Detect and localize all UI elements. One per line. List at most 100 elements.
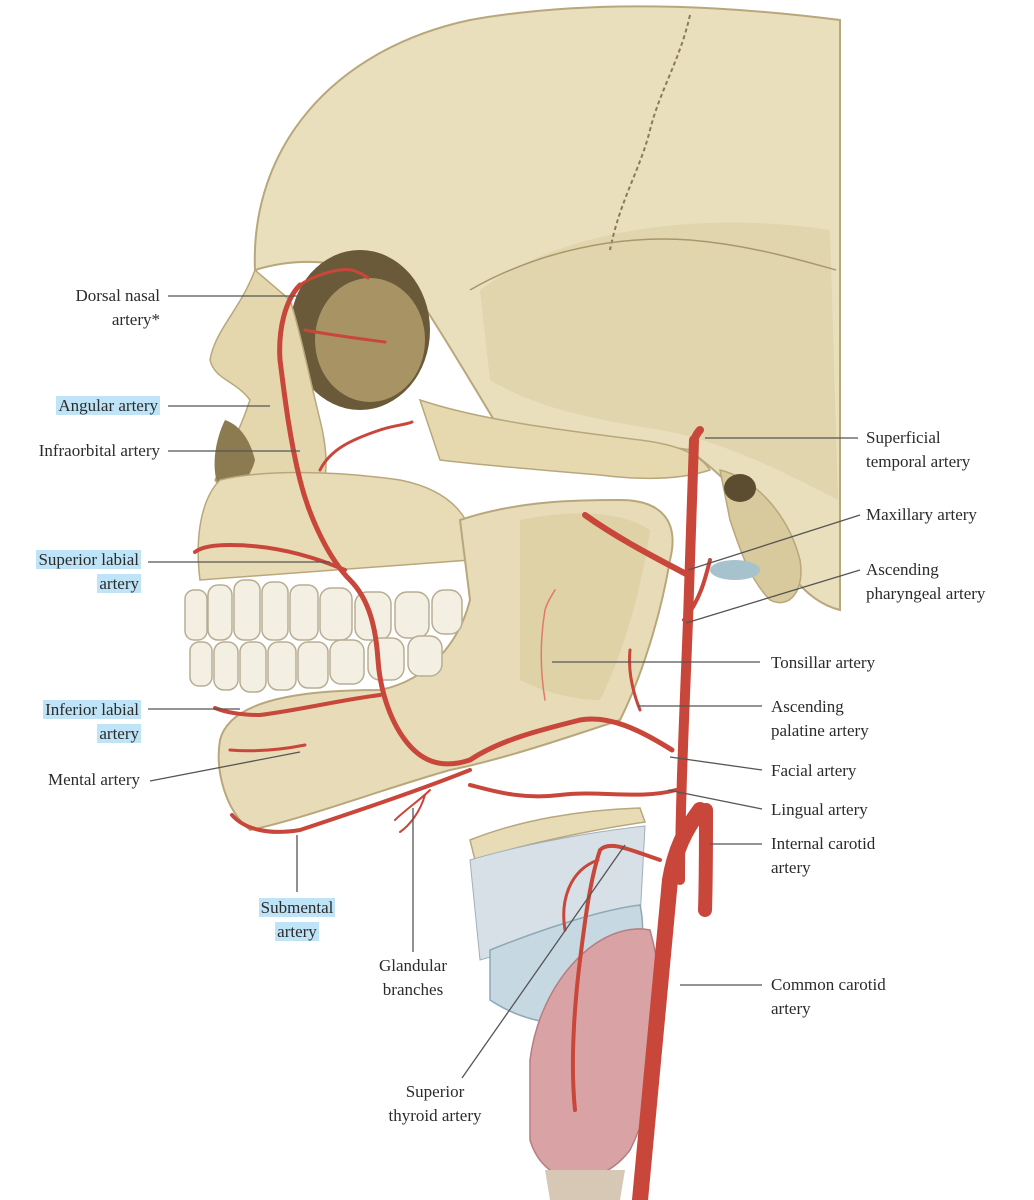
- dorsal-nasal-branch: [303, 328, 387, 344]
- leader-lines: [148, 295, 861, 1079]
- styloid-shadow: [710, 560, 760, 580]
- tooth: [289, 584, 319, 641]
- label-glandular-branches: Glandular branches: [353, 954, 473, 1002]
- label-line: Internal carotid: [771, 834, 876, 853]
- label-line: artery: [771, 999, 811, 1018]
- label-line: Ascending: [771, 697, 844, 716]
- label-submental-artery: Submental artery: [237, 896, 357, 944]
- label-line: Lingual artery: [771, 800, 868, 819]
- tooth: [189, 641, 213, 687]
- label-facial-artery: Facial artery: [771, 759, 856, 783]
- submental-artery: [230, 768, 472, 834]
- leader-facial: [669, 756, 763, 771]
- label-line: pharyngeal artery: [866, 584, 986, 603]
- nasal-aperture: [214, 420, 255, 491]
- tooth: [213, 641, 239, 691]
- label-line: Maxillary artery: [866, 505, 977, 524]
- external-carotid-artery: [675, 435, 699, 885]
- squamous-suture: [469, 238, 837, 291]
- lingual-artery: [468, 783, 678, 799]
- label-angular-artery: Angular artery: [10, 394, 160, 418]
- label-maxillary-artery: Maxillary artery: [866, 503, 977, 527]
- mental-artery: [228, 743, 307, 753]
- tooth: [329, 639, 365, 685]
- label-line: palatine artery: [771, 721, 869, 740]
- label-superior-thyroid-artery: Superior thyroid artery: [365, 1080, 505, 1128]
- superficial-temporal-artery: [690, 426, 704, 444]
- leader-ascending-pharyngeal: [685, 569, 861, 624]
- mandible-ramus-shade: [520, 513, 650, 700]
- label-line: Mental artery: [47, 770, 140, 789]
- leader-lingual: [667, 789, 763, 810]
- teeth: [184, 579, 463, 693]
- tooth: [319, 587, 353, 641]
- mastoid-region: [719, 468, 802, 604]
- label-line: Tonsillar artery: [771, 653, 876, 672]
- label-line: Common carotid: [771, 975, 886, 994]
- superior-thyroid-branch: [562, 858, 600, 932]
- internal-carotid-artery: [698, 803, 713, 917]
- ear-canal: [724, 474, 756, 502]
- maxillary-artery: [582, 512, 691, 578]
- label-line: Glandular: [379, 956, 447, 975]
- label-line: thyroid artery: [388, 1106, 482, 1125]
- label-highlight: artery: [97, 724, 141, 743]
- leader-mental: [149, 751, 301, 782]
- label-superior-labial-artery: Superior labial artery: [0, 548, 141, 596]
- leader-maxillary: [687, 514, 861, 571]
- label-line: temporal artery: [866, 452, 971, 471]
- tooth: [207, 584, 233, 641]
- label-line: artery: [0, 572, 141, 596]
- ascending-pharyngeal-artery: [682, 558, 712, 622]
- label-lingual-artery: Lingual artery: [771, 798, 868, 822]
- tooth: [367, 637, 405, 681]
- coronal-suture: [609, 14, 691, 251]
- label-line: branches: [382, 980, 444, 999]
- cranium-shading: [480, 222, 838, 500]
- label-line: artery: [0, 722, 141, 746]
- superior-labial-artery: [193, 543, 347, 572]
- tooth: [267, 641, 297, 691]
- label-line: artery: [771, 858, 811, 877]
- label-tonsillar-artery: Tonsillar artery: [771, 651, 875, 675]
- larynx: [469, 807, 662, 1200]
- label-line: Facial artery: [771, 761, 857, 780]
- label-dorsal-nasal-artery: Dorsal nasal artery*: [20, 284, 160, 332]
- label-line: Dorsal nasal: [75, 286, 160, 305]
- tooth: [394, 591, 430, 639]
- facial-artery: [277, 282, 675, 767]
- tooth: [261, 581, 289, 641]
- label-highlight: artery: [97, 574, 141, 593]
- label-highlight: Submental: [258, 898, 336, 917]
- superior-thyroid-artery: [570, 843, 662, 1112]
- tonsillar-artery: [540, 589, 556, 701]
- label-line: Inferior labial: [0, 698, 141, 722]
- label-superficial-temporal-artery: Superficial temporal artery: [866, 426, 970, 474]
- label-common-carotid-artery: Common carotid artery: [771, 973, 886, 1021]
- trachea: [545, 1170, 625, 1200]
- label-infraorbital-artery: Infraorbital artery: [0, 439, 160, 463]
- label-highlight: Inferior labial: [43, 700, 141, 719]
- label-line: artery*: [111, 310, 160, 329]
- tooth: [233, 579, 261, 641]
- label-line: Superior: [405, 1082, 465, 1101]
- ascending-palatine-artery: [628, 648, 642, 712]
- tooth: [184, 589, 208, 641]
- label-highlight: Angular artery: [56, 396, 160, 415]
- skull: [184, 5, 841, 832]
- label-line: Submental: [237, 896, 357, 920]
- label-line: Superficial: [866, 428, 941, 447]
- label-line: Ascending: [866, 560, 939, 579]
- tooth: [239, 641, 267, 693]
- label-line: artery: [237, 920, 357, 944]
- label-inferior-labial-artery: Inferior labial artery: [0, 698, 141, 746]
- label-mental-artery: Mental artery: [0, 768, 140, 792]
- tooth: [407, 635, 443, 677]
- arteries: [193, 268, 713, 1200]
- tooth: [431, 589, 463, 635]
- glandular-branches: [394, 789, 431, 833]
- inferior-labial-artery: [213, 693, 382, 717]
- infraorbital-artery: [318, 420, 414, 472]
- label-ascending-palatine-artery: Ascending palatine artery: [771, 695, 869, 743]
